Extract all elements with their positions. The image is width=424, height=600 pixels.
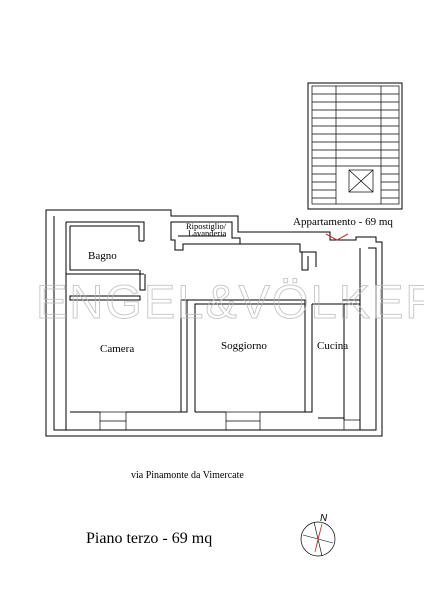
- room-label-lavanderia: Lavanderia: [188, 228, 226, 238]
- compass-icon: N: [300, 513, 336, 557]
- room-label-bagno: Bagno: [88, 250, 117, 262]
- room-label-soggiorno: Soggiorno: [221, 340, 267, 352]
- street-name: via Pinamonte da Vimercate: [131, 470, 244, 481]
- floor-title: Piano terzo - 69 mq: [86, 530, 212, 547]
- stairwell: [307, 82, 403, 210]
- room-label-ripostiglio: Ripostiglio/: [186, 221, 227, 231]
- room-label-cucina: Cucina: [317, 340, 348, 352]
- interior-walls: [65, 221, 361, 430]
- exterior-walls: [45, 209, 383, 437]
- compass-letter: N: [320, 513, 328, 524]
- entrance-marker: [325, 233, 349, 241]
- apartment-area-label: Appartamento - 69 mq: [293, 216, 393, 228]
- watermark-brand: ENGEL&VÖLKERS: [36, 275, 424, 328]
- room-label-camera: Camera: [100, 343, 134, 355]
- windows: [99, 411, 361, 431]
